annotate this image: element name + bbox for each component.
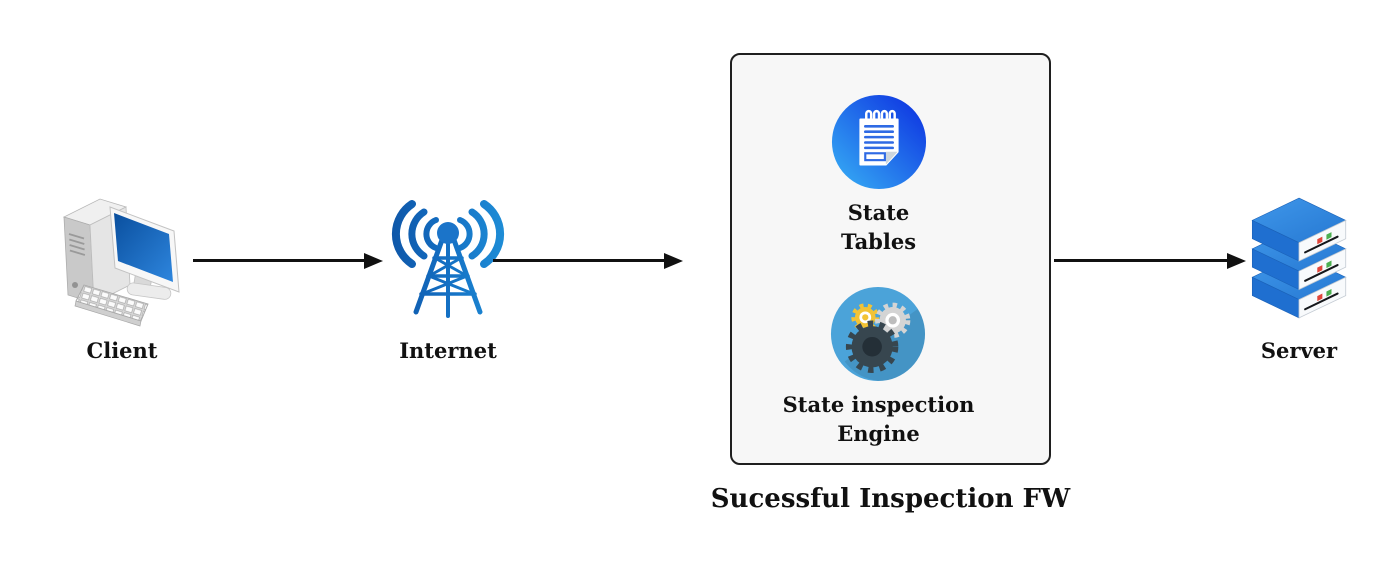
tower-mast bbox=[413, 237, 483, 318]
client-label: Client bbox=[86, 338, 158, 363]
radio-tower-icon bbox=[391, 200, 505, 318]
internet-label: Internet bbox=[399, 338, 497, 363]
gray-gear bbox=[875, 302, 911, 338]
firewall-box: State Tables bbox=[730, 53, 1051, 465]
pc-keyboard bbox=[74, 284, 149, 327]
inspection-engine-label: State inspection Engine bbox=[782, 391, 975, 446]
gears-icon bbox=[831, 286, 926, 381]
pc-monitor bbox=[109, 206, 180, 300]
signal-waves bbox=[391, 200, 505, 268]
notepad-glyph bbox=[858, 109, 899, 166]
state-tables-label: State Tables bbox=[840, 200, 917, 254]
firewall-caption: Sucessful Inspection FW bbox=[710, 484, 1071, 514]
arrow-internet-to-firewall bbox=[493, 259, 665, 262]
server-unit-top bbox=[1251, 197, 1347, 262]
arrow-firewall-to-server bbox=[1054, 259, 1228, 262]
inspection-engine-component: State inspection Engine bbox=[782, 285, 975, 449]
state-tables-component: State Tables bbox=[830, 93, 928, 257]
desktop-computer-icon bbox=[62, 198, 180, 327]
server-stack-icon bbox=[1251, 197, 1347, 319]
state-tables-icon bbox=[831, 94, 926, 190]
server-label: Server bbox=[1260, 338, 1338, 363]
antenna-ball bbox=[437, 222, 459, 244]
dark-gear bbox=[846, 320, 899, 373]
arrow-client-to-internet bbox=[193, 259, 365, 262]
